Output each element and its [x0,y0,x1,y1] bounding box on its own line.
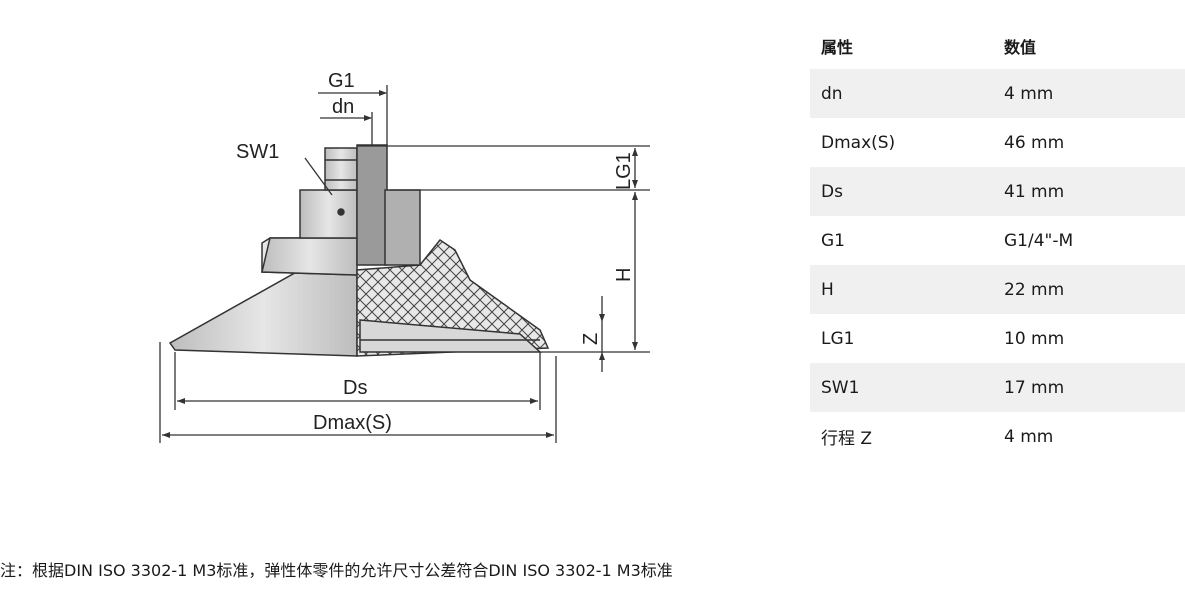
cup-exterior [168,147,360,357]
suction-cup-technical-drawing: G1 dn SW1 LG1 H Z Ds Dmax(S) [159,70,650,443]
tolerance-note: 注：根据DIN ISO 3302-1 M3标准，弹性体零件的允许尺寸公差符合DI… [0,561,673,580]
label-h: H [613,268,635,282]
dimension-arrows [162,90,638,438]
label-dn: dn [332,96,354,118]
table-header-row: 属性 数值 [810,22,1185,69]
label-ds: Ds [343,377,367,399]
cell-property: 行程 Z [821,429,873,449]
table-row: LG1 10 mm [810,314,1185,363]
table-row: G1 G1/4"-M [810,216,1185,265]
cell-property: G1 [821,230,845,251]
cell-value: 4 mm [993,69,1185,118]
table-row: 行程 Z 4 mm [810,412,1185,461]
cell-property: Ds [810,167,993,216]
cell-property: LG1 [821,328,855,349]
header-value: 数值 [1004,37,1037,57]
cell-value: 46 mm [1004,132,1065,153]
cell-property: H [810,265,993,314]
cell-property: Dmax(S) [821,132,896,153]
label-g1: G1 [328,70,355,92]
table-row: Dmax(S) 46 mm [810,118,1185,167]
header-property: 属性 [821,37,854,57]
label-sw1: SW1 [236,141,279,163]
cup-cross-section [356,144,550,357]
cell-value: 10 mm [1004,328,1065,349]
cell-value: G1/4"-M [1004,230,1074,251]
cell-property: dn [810,69,993,118]
cell-value: 4 mm [1004,426,1054,447]
cell-property: SW1 [810,363,993,412]
cell-value: 22 mm [993,265,1185,314]
label-dmax: Dmax(S) [313,412,392,434]
label-lg1: LG1 [613,152,635,190]
dimension-lines [159,85,650,443]
cell-value: 17 mm [993,363,1185,412]
label-z: Z [580,333,602,345]
cell-value: 41 mm [993,167,1185,216]
